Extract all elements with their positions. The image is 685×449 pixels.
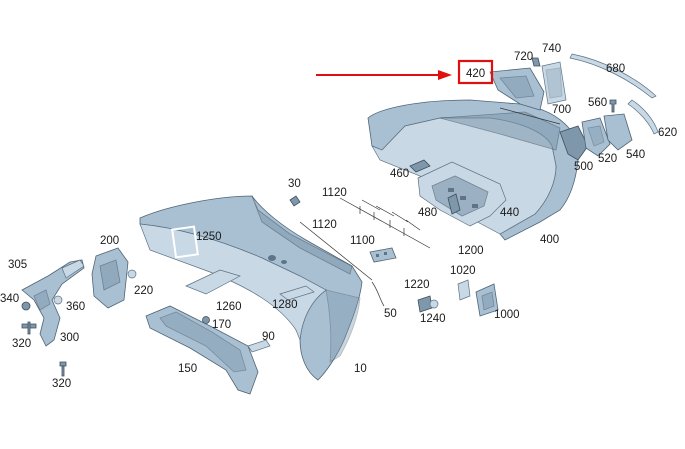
housings-500-540 xyxy=(559,113,633,161)
bracket-90 xyxy=(247,339,271,353)
label-1000: 1000 xyxy=(494,309,520,321)
trim-1280 xyxy=(279,285,315,301)
label-360: 360 xyxy=(66,301,85,313)
highlight-box-420 xyxy=(457,59,494,85)
label-1220: 1220 xyxy=(404,279,430,291)
wiring-rods-1120 xyxy=(299,197,431,281)
label-500: 500 xyxy=(574,161,593,173)
label-1120b: 1120 xyxy=(312,219,337,231)
small-fasteners xyxy=(21,269,210,377)
label-520: 520 xyxy=(598,153,617,165)
label-1100: 1100 xyxy=(350,235,375,247)
label-50: 50 xyxy=(384,308,397,320)
screw-560 xyxy=(609,99,617,113)
strip-620 xyxy=(627,99,659,135)
upper-brackets xyxy=(489,57,567,111)
label-90: 90 xyxy=(262,331,275,343)
label-620: 620 xyxy=(658,127,677,139)
label-720: 720 xyxy=(514,51,533,63)
label-440: 440 xyxy=(500,207,519,219)
label-1200: 1200 xyxy=(458,245,484,257)
sensor-1220 xyxy=(417,295,439,313)
bracket-1020 xyxy=(457,279,471,301)
label-1120a: 1120 xyxy=(322,187,347,199)
bumper-carrier xyxy=(409,159,507,227)
label-300: 300 xyxy=(60,332,79,344)
label-1240: 1240 xyxy=(420,313,446,325)
cable-50 xyxy=(371,281,385,307)
label-740: 740 xyxy=(542,43,561,55)
label-10: 10 xyxy=(354,363,367,375)
label-30: 30 xyxy=(288,178,301,190)
side-bracket-200 xyxy=(91,247,129,309)
bracket-1000 xyxy=(475,283,499,317)
strip-680 xyxy=(569,53,657,99)
label-560: 560 xyxy=(588,97,607,109)
label-480: 480 xyxy=(418,207,437,219)
lower-spoiler-150 xyxy=(145,305,259,395)
label-420: 420 xyxy=(466,68,485,80)
label-340: 340 xyxy=(0,293,19,305)
left-bracket xyxy=(21,259,85,347)
sensor-holder-1100 xyxy=(369,247,397,263)
label-200: 200 xyxy=(100,235,119,247)
label-400: 400 xyxy=(540,234,559,246)
label-320b: 320 xyxy=(52,378,71,390)
label-1250: 1250 xyxy=(196,231,222,243)
label-540: 540 xyxy=(626,149,645,161)
trim-strip-1260 xyxy=(185,269,241,295)
label-320a: 320 xyxy=(12,338,31,350)
label-680: 680 xyxy=(606,63,625,75)
highlight-arrow xyxy=(316,70,452,80)
label-170: 170 xyxy=(212,319,231,331)
label-1260: 1260 xyxy=(216,301,242,313)
label-305: 305 xyxy=(8,259,27,271)
label-150: 150 xyxy=(178,363,197,375)
label-1280: 1280 xyxy=(272,299,298,311)
part-1250-panel xyxy=(171,225,199,259)
label-1020: 1020 xyxy=(450,265,476,277)
clip-30 xyxy=(289,195,301,207)
bumper-lower-cover xyxy=(139,195,363,381)
label-700: 700 xyxy=(552,104,571,116)
label-220: 220 xyxy=(134,285,153,297)
label-460: 460 xyxy=(390,168,409,180)
